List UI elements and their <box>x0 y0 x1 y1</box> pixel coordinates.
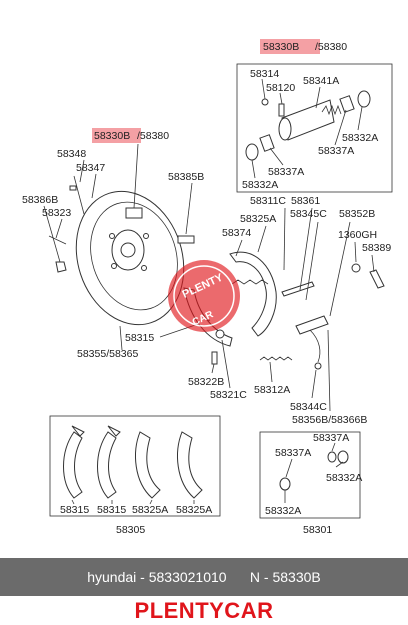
label-58380-mid: /58380 <box>137 130 169 142</box>
repair-kit-parts <box>279 442 349 503</box>
label-58345C[interactable]: 58345C <box>290 208 327 220</box>
label-58330B-top[interactable]: 58330B <box>263 41 299 53</box>
label-58321C[interactable]: 58321C <box>210 389 247 401</box>
brake-diagram: 58330B /58380 58314 58120 58341A 58332A … <box>22 39 393 536</box>
label-58325A-top[interactable]: 58325A <box>240 213 276 225</box>
label-58374[interactable]: 58374 <box>222 227 251 239</box>
kit-label-58325A-b[interactable]: 58325A <box>176 504 212 516</box>
label-58120[interactable]: 58120 <box>266 82 295 94</box>
label-1360GH[interactable]: 1360GH <box>338 229 377 241</box>
label-58315-mid[interactable]: 58315 <box>125 332 154 344</box>
label-58361[interactable]: 58361 <box>291 195 320 207</box>
label-58341A[interactable]: 58341A <box>303 75 339 87</box>
rk-label-58337A-a[interactable]: 58337A <box>313 432 349 444</box>
kit-label-58315-b[interactable]: 58315 <box>97 504 126 516</box>
label-58386B[interactable]: 58386B <box>22 194 58 206</box>
label-58332A-b[interactable]: 58332A <box>242 179 278 191</box>
label-58356B-58366B[interactable]: 58356B/58366B <box>292 414 367 426</box>
rk-label-58332A-a[interactable]: 58332A <box>326 472 362 484</box>
kit-label-58315-a[interactable]: 58315 <box>60 504 89 516</box>
shoe-kit-parts <box>63 425 203 505</box>
label-58323[interactable]: 58323 <box>42 207 71 219</box>
label-58332A-a[interactable]: 58332A <box>342 132 378 144</box>
label-58337A-b[interactable]: 58337A <box>268 166 304 178</box>
plentycar-watermark: PLENTY CAR <box>168 260 240 332</box>
shoe-kit-frame <box>49 415 221 517</box>
label-58344C[interactable]: 58344C <box>290 401 327 413</box>
label-58355-58365[interactable]: 58355/58365 <box>77 348 138 360</box>
label-58380-top: /58380 <box>315 41 347 53</box>
label-58347[interactable]: 58347 <box>76 162 105 174</box>
kit-label-58325A-a[interactable]: 58325A <box>132 504 168 516</box>
backing-plate <box>43 143 211 351</box>
label-58322B[interactable]: 58322B <box>188 376 224 388</box>
kit-total-58305[interactable]: 58305 <box>116 524 145 536</box>
label-58311C[interactable]: 58311C <box>250 195 286 207</box>
label-58352B[interactable]: 58352B <box>339 208 375 220</box>
label-58348[interactable]: 58348 <box>57 148 86 160</box>
brand-footer[interactable]: PLENTYCAR <box>134 597 274 623</box>
wheel-cylinder-parts <box>245 78 371 179</box>
rk-label-58332A-b[interactable]: 58332A <box>265 505 301 517</box>
rk-total-58301[interactable]: 58301 <box>303 524 332 536</box>
label-58337A-a[interactable]: 58337A <box>318 145 354 157</box>
cylinder-frame <box>236 63 393 193</box>
label-58330B-mid[interactable]: 58330B <box>94 130 130 142</box>
rk-label-58337A-b[interactable]: 58337A <box>275 447 311 459</box>
label-58312A[interactable]: 58312A <box>254 384 290 396</box>
repair-kit-frame <box>259 431 361 519</box>
part-info-bar: hyundai - 5833021010 N - 58330B <box>0 558 408 596</box>
label-58314[interactable]: 58314 <box>250 68 279 80</box>
label-58385B[interactable]: 58385B <box>168 171 204 183</box>
label-58389[interactable]: 58389 <box>362 242 391 254</box>
highlight-part-58330B-top <box>260 39 320 54</box>
highlight-part-58330B-mid <box>92 128 141 143</box>
